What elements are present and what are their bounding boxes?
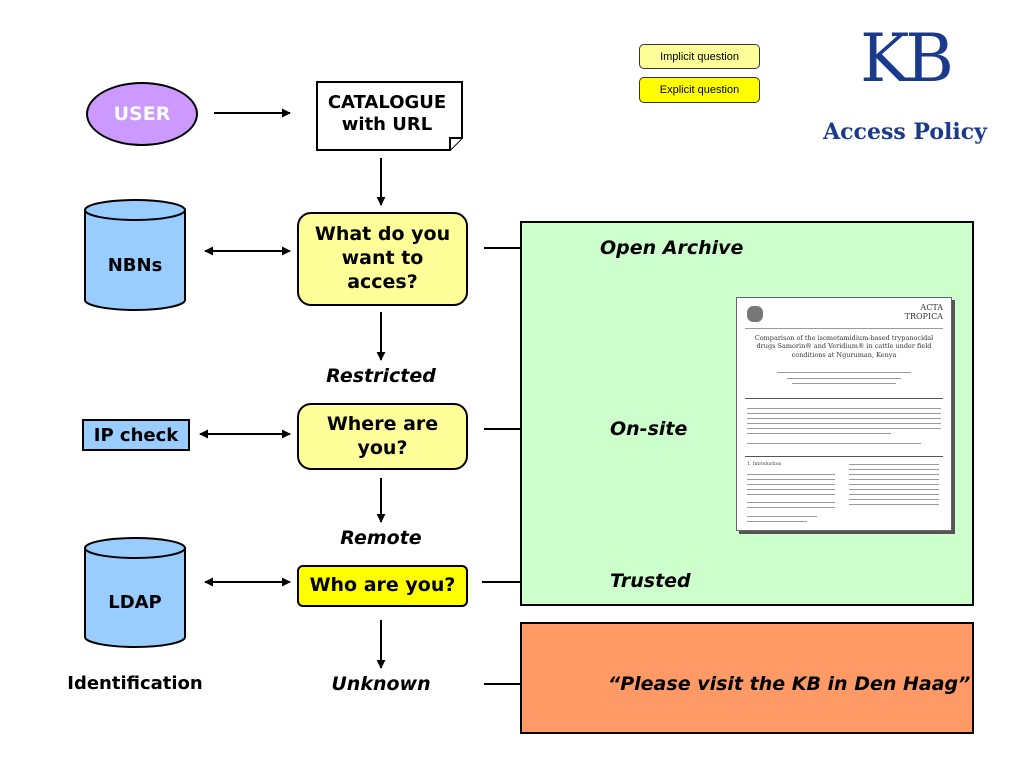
- identification-label: Identification: [67, 673, 203, 694]
- outcome-trusted: Trusted: [610, 570, 691, 592]
- catalogue-label: CATALOGUE with URL: [327, 92, 447, 135]
- visit-kb-panel: [520, 622, 974, 734]
- outcome-on-site: On-site: [610, 418, 688, 440]
- branch-remote: Remote: [340, 527, 422, 549]
- article-section-heading: 1. Introduction: [747, 462, 782, 467]
- legend-explicit-question: Explicit question: [639, 77, 760, 103]
- nbns-cylinder: [84, 199, 186, 311]
- article-title: Comparison of the isometamidium-based tr…: [754, 334, 934, 359]
- kb-logo: KB: [860, 20, 954, 97]
- logo-subtitle: Access Policy: [823, 119, 987, 145]
- question-who-are-you: Who are you?: [297, 565, 468, 607]
- ldap-cylinder: [84, 537, 186, 648]
- question-what-access: What do you want to acces?: [297, 212, 468, 306]
- legend-implicit-question: Implicit question: [639, 44, 760, 69]
- elsevier-tree-icon: [747, 306, 763, 322]
- journal-name: ACTA TROPICA: [904, 303, 943, 321]
- journal-article-thumbnail: ACTA TROPICA Comparison of the isometami…: [736, 297, 952, 531]
- outcome-visit-kb: “Please visit the KB in Den Haag”: [608, 673, 971, 695]
- branch-unknown: Unknown: [331, 673, 431, 695]
- question-where-are-you: Where are you?: [297, 403, 468, 470]
- outcome-open-archive: Open Archive: [600, 237, 744, 259]
- catalogue-document-shape: [316, 81, 463, 151]
- nbns-label: NBNs: [107, 255, 163, 276]
- branch-restricted: Restricted: [326, 365, 436, 387]
- ldap-label: LDAP: [108, 592, 162, 613]
- ip-check-box: IP check: [82, 419, 190, 451]
- user-label: USER: [113, 103, 171, 125]
- user-node: USER: [86, 82, 198, 146]
